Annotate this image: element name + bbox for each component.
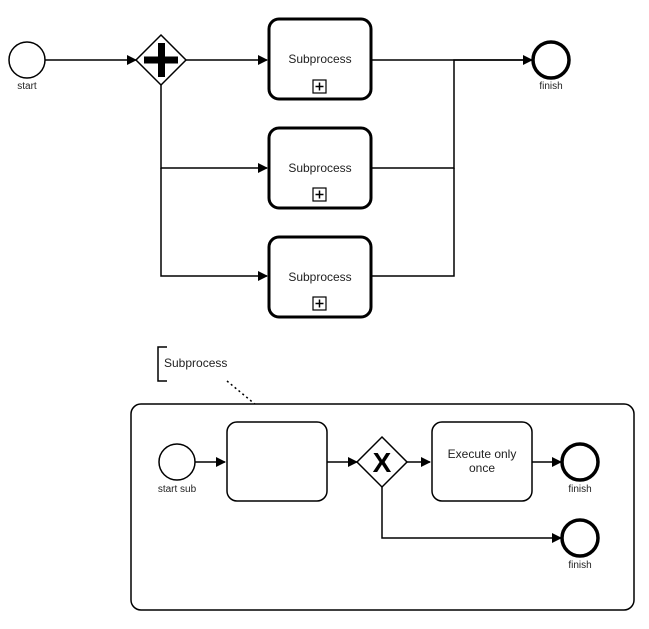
- subprocess-task-2[interactable]: Subprocess: [267, 126, 373, 210]
- flow-subprocess-2-to-finish: [371, 59, 532, 169]
- sub-task-execute-once-label-line2: once: [469, 461, 495, 475]
- text-annotation[interactable]: Subprocess: [157, 346, 227, 382]
- sub-end-event-bottom[interactable]: [560, 518, 600, 558]
- expand-marker-icon[interactable]: [312, 296, 327, 311]
- sub-task-execute-once[interactable]: Execute only once: [431, 421, 533, 502]
- flow-gateway-to-subprocess-2: [160, 85, 268, 173]
- x-mark-icon: X: [373, 447, 392, 478]
- start-event[interactable]: [8, 41, 46, 79]
- sub-task-empty[interactable]: [226, 421, 328, 502]
- sub-end-event-top-label: finish: [568, 484, 591, 495]
- subprocess-task-1-label: Subprocess: [288, 52, 351, 66]
- expand-marker-icon[interactable]: [312, 79, 327, 94]
- expand-marker-icon[interactable]: [312, 187, 327, 202]
- annotation-association: [226, 380, 257, 406]
- sub-task-execute-once-label-line1: Execute only: [448, 447, 517, 461]
- plus-icon: [144, 43, 178, 77]
- exclusive-gateway[interactable]: X: [355, 435, 409, 489]
- sub-end-event-bottom-label: finish: [568, 560, 591, 571]
- sub-end-event-top[interactable]: [560, 442, 600, 482]
- parallel-gateway[interactable]: [134, 33, 188, 87]
- end-event[interactable]: [531, 40, 571, 80]
- text-annotation-label: Subprocess: [164, 356, 227, 370]
- subprocess-task-2-label: Subprocess: [288, 161, 351, 175]
- subprocess-task-3-label: Subprocess: [288, 270, 351, 284]
- flow-gateway-to-finish-bottom: [381, 487, 562, 543]
- subprocess-task-3[interactable]: Subprocess: [267, 235, 373, 319]
- sub-start-event[interactable]: [158, 443, 196, 481]
- flow-gateway-to-subprocess-3: [160, 168, 268, 281]
- subprocess-task-1[interactable]: Subprocess: [267, 17, 373, 101]
- end-event-label: finish: [539, 81, 562, 92]
- start-event-label: start: [17, 81, 37, 92]
- sub-start-event-label: start sub: [158, 484, 197, 495]
- flow-subprocess-3-to-finish: [371, 168, 455, 277]
